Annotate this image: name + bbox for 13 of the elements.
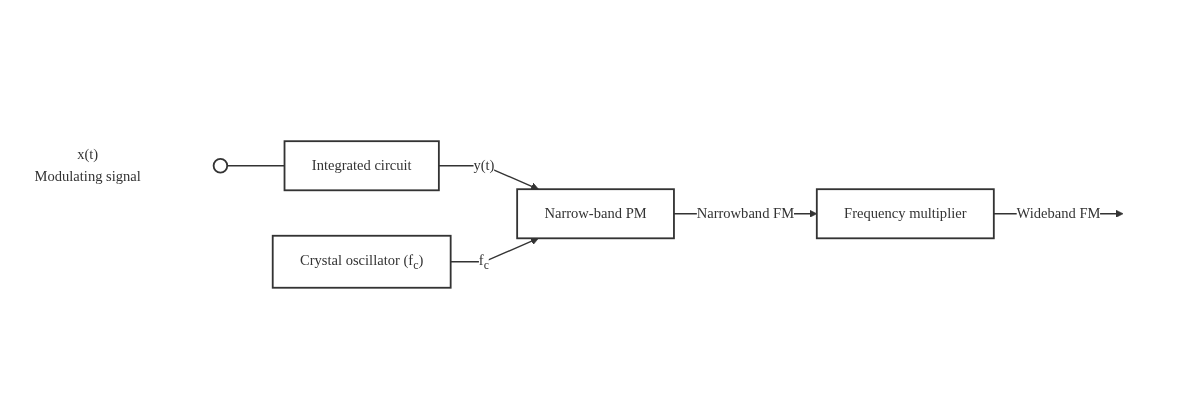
node-box [516,188,675,240]
edge-label: Narrowband FM [696,206,795,222]
node-circle [212,158,229,174]
edge-label: Wideband FM [1016,206,1101,222]
node-box [271,235,452,290]
node-box [283,140,440,192]
node-box [815,188,995,240]
arrow [450,237,539,263]
edge-label: y(t) [473,158,495,174]
node-label: Modulating signal [34,168,141,185]
arrow [438,165,539,191]
edge-label: f$_{c}$ [478,252,490,272]
node-label: x(t) [77,147,99,163]
